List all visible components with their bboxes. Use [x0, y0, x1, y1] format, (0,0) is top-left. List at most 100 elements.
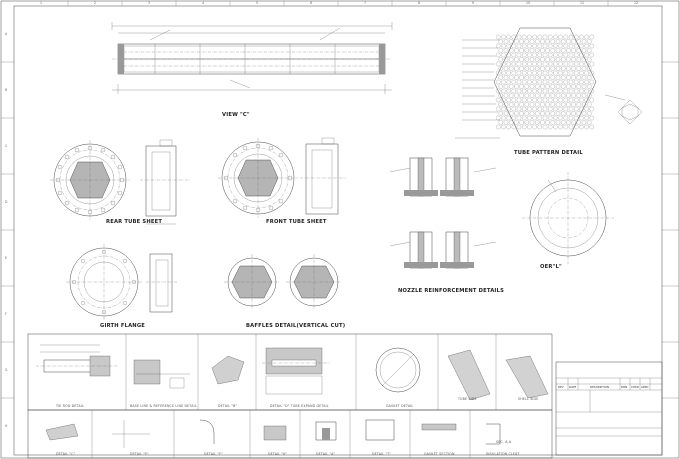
tube-hole [532, 52, 537, 58]
tube-hole [566, 48, 571, 53]
tube-hole [540, 39, 545, 44]
tube-hole [537, 70, 543, 76]
tube-hole [571, 39, 576, 44]
tube-hole [563, 43, 569, 49]
front-tube-sheet-title: FRONT TUBE SHEET [266, 219, 327, 225]
tube-hole [586, 66, 592, 71]
tube-hole [495, 61, 501, 67]
tube-hole [511, 97, 517, 103]
tube-hole [529, 48, 535, 53]
tube-hole [571, 48, 576, 53]
tube-hole [576, 120, 582, 125]
tube-hole [514, 75, 519, 80]
tube-hole [534, 84, 540, 89]
tube-hole [581, 48, 587, 53]
tube-hole [527, 124, 532, 130]
tube-hole [547, 124, 553, 130]
tube-hole [511, 70, 517, 76]
tube-hole [568, 43, 574, 49]
tube-hole [553, 34, 558, 40]
tube-hole [589, 34, 595, 40]
tube-hole [537, 79, 543, 85]
grid-label-top: 2 [94, 1, 97, 5]
tube-hole [534, 75, 540, 80]
tube-hole [584, 61, 589, 67]
tube-hole [529, 120, 535, 125]
tube-hole [511, 61, 517, 67]
grid-ticks [1, 1, 679, 399]
tube-hole [550, 93, 556, 98]
tube-hole [519, 57, 524, 62]
tube-hole [584, 97, 589, 103]
tube-hole [558, 124, 563, 130]
tube-hole [514, 102, 519, 107]
tube-hole [527, 115, 532, 121]
tube-hole [495, 79, 501, 85]
tube-hole [568, 34, 574, 40]
tube-hole [498, 111, 504, 116]
tube-hole [545, 75, 550, 80]
tube-hole [573, 52, 579, 58]
tube-hole [550, 111, 556, 116]
tube-hole [547, 61, 553, 67]
tube-hole [521, 97, 527, 103]
tube-hole [495, 70, 501, 76]
tube-hole [501, 70, 506, 76]
tube-hole [537, 88, 543, 94]
tube-hole [576, 48, 582, 53]
tube-hole [586, 48, 592, 53]
tube-hole [555, 48, 561, 53]
tube-hole [553, 52, 558, 58]
tube-hole [545, 57, 550, 62]
tube-hole [519, 102, 524, 107]
tube-hole [524, 84, 530, 89]
tube-hole [495, 43, 501, 49]
tube-hole [553, 97, 558, 103]
tube-hole [581, 66, 587, 71]
tube-hole [573, 34, 579, 40]
tube-hole [495, 88, 501, 94]
tube-hole [586, 75, 592, 80]
tube-hole [558, 70, 563, 76]
tube-hole [511, 52, 517, 58]
tube-hole [521, 52, 527, 58]
tube-hole [568, 52, 574, 58]
tube-hole [498, 75, 504, 80]
tube-hole [553, 61, 558, 67]
tube-hole [532, 88, 537, 94]
title-block-checked: CHKD [631, 385, 640, 389]
tube-hole [495, 52, 501, 58]
tube-hole [498, 120, 504, 125]
tube-hole [579, 88, 584, 94]
tube-hole [576, 111, 582, 116]
tube-hole [503, 66, 509, 71]
grid-label-top: 5 [256, 1, 259, 5]
tube-hole [508, 39, 514, 44]
tube-hole [529, 39, 535, 44]
tube-hole [503, 75, 509, 80]
tube-hole [514, 120, 519, 125]
title-block [555, 361, 663, 456]
tube-hole [532, 61, 537, 67]
tube-hole [529, 111, 535, 116]
tube-hole [586, 39, 592, 44]
tube-hole [573, 43, 579, 49]
tube-hole [508, 75, 514, 80]
detail-label: DETAIL "T" [372, 452, 391, 456]
detail-label: SHELL SIDE [518, 397, 539, 401]
tube-hole [558, 61, 563, 67]
detail-label: TUBE SIDE [458, 397, 477, 401]
tube-hole [495, 124, 501, 130]
tube-hole [584, 79, 589, 85]
tube-hole [519, 75, 524, 80]
tube-hole [527, 79, 532, 85]
tube-hole [506, 61, 511, 67]
tube-hole [553, 106, 558, 112]
tube-hole [555, 75, 561, 80]
tube-hole [571, 120, 576, 125]
tube-hole [527, 106, 532, 112]
tube-hole [511, 88, 517, 94]
tube-hole [547, 52, 553, 58]
tube-hole [532, 115, 537, 121]
